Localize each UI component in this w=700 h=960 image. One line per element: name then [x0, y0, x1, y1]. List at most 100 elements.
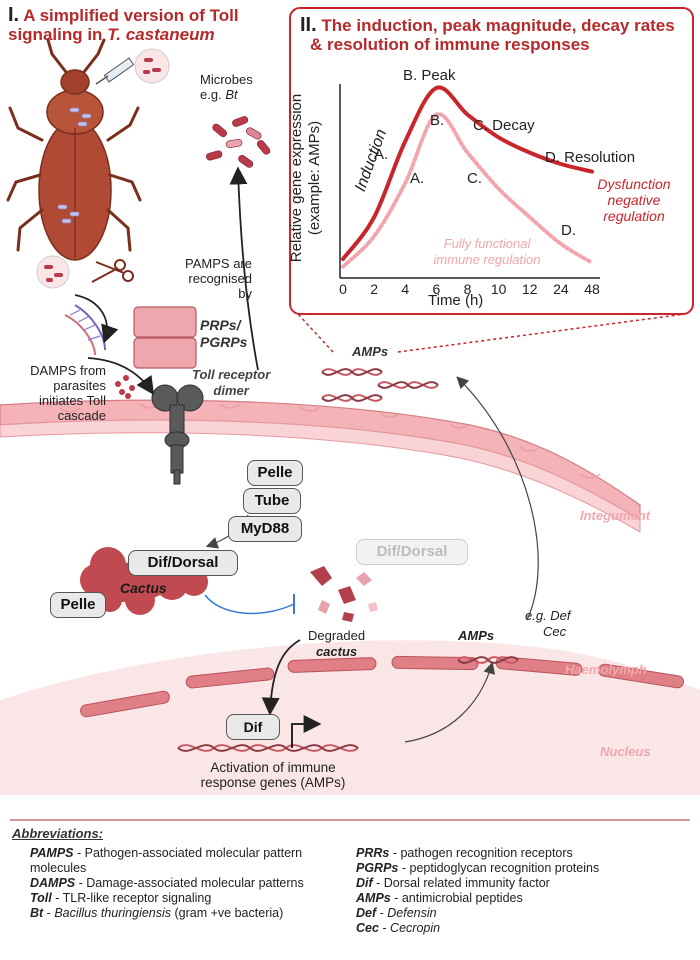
- tube-box: Tube: [243, 488, 301, 514]
- section-1-number: I.: [8, 4, 20, 26]
- syringe-illustration: [95, 48, 170, 85]
- microbes-bt: [205, 116, 271, 168]
- amps-strands-mid: [457, 656, 519, 664]
- dif-dorsal-box: Dif/Dorsal: [128, 550, 238, 576]
- chart-dysfunction-line3: regulation: [603, 208, 665, 224]
- chart-func-b: B.: [430, 112, 445, 129]
- chart-dys-c: C. Decay: [473, 117, 535, 134]
- amps-examples-label: e.g. Def Cec: [525, 608, 571, 640]
- abbr-dif: Dif - Dorsal related immunity factor: [356, 876, 550, 890]
- beetle-illustration: [6, 38, 142, 261]
- degraded-line: Degraded: [308, 628, 366, 643]
- damps-dots: [115, 375, 135, 399]
- activation-label: Activation of immune response genes (AMP…: [178, 760, 368, 790]
- section-2-title-line2: & resolution of immune responses: [310, 35, 590, 54]
- section-2-title-line1: The induction, peak magnitude, decay rat…: [321, 16, 675, 35]
- panel-connector-right: [397, 313, 686, 353]
- section-1-title: I. A simplified version of Toll signalin…: [8, 4, 278, 44]
- damps-line3: initiates Toll: [39, 393, 106, 408]
- abbreviations-title: Abbreviations:: [12, 826, 104, 841]
- abbr-pamps: PAMPS - Pathogen-associated molecular pa…: [30, 846, 303, 875]
- microbes-label: Microbes e.g. Bt: [200, 72, 253, 102]
- chart-func-d: D.: [561, 222, 576, 239]
- degraded-cactus-label: Degraded cactus: [308, 628, 365, 660]
- arrow-degraded-to-dif: [261, 639, 301, 716]
- abbreviations-left-list: PAMPS - Pathogen-associated molecular pa…: [30, 846, 350, 921]
- arrow-amps-back-up: [456, 376, 539, 621]
- prp-receptor-boxes: [133, 306, 197, 369]
- amps-eg-def: e.g. Def: [525, 608, 571, 623]
- chart-ylabel-line2: (example: AMPs): [306, 120, 323, 236]
- abbr-damps: DAMPS - Damage-associated molecular patt…: [30, 876, 304, 890]
- chart-functional-line1: Fully functional: [443, 236, 531, 251]
- pamps-line3: by: [238, 286, 252, 301]
- section-2-number: II.: [300, 14, 317, 36]
- chart-dys-b: B. Peak: [403, 67, 456, 84]
- nucleus-label: Nucleus: [600, 744, 651, 759]
- chart-func-a: A.: [410, 170, 425, 187]
- activation-line2: response genes (AMPs): [200, 775, 346, 790]
- arrow-damps-to-toll: [87, 357, 154, 395]
- chart-func-c: C.: [467, 170, 482, 187]
- nucleus-region: [0, 640, 700, 795]
- microbes-line1: Microbes: [200, 72, 253, 87]
- pamps-label: PAMPS are recognised by: [130, 256, 252, 301]
- amps-strands-top: [321, 368, 439, 402]
- amps-cec: Cec: [543, 624, 567, 639]
- section-1-title-text: A simplified version of Toll signaling i…: [8, 6, 239, 44]
- inhibition-line: [204, 594, 295, 615]
- panel-connector-left: [297, 313, 334, 353]
- chart-functional-label: Fully functional immune regulation: [412, 236, 562, 268]
- scissors-icon: [91, 259, 134, 283]
- chart-dys-d: D. Resolution: [545, 149, 636, 166]
- damps-line2: parasites: [53, 378, 106, 393]
- microbes-bt-label: Bt: [225, 87, 238, 102]
- chart-ylabel-line1: Relative gene expression: [288, 93, 305, 263]
- integument-label: Integument: [580, 508, 651, 523]
- arrow-beetle-to-dna: [74, 294, 119, 344]
- amps-mid-label: AMPs: [458, 628, 495, 643]
- chart-functional-line2: immune regulation: [433, 252, 541, 267]
- damps-line4: cascade: [57, 408, 106, 423]
- activation-line1: Activation of immune: [210, 760, 336, 775]
- dif-box: Dif: [226, 714, 280, 740]
- arrow-nucleus-to-amps: [404, 661, 496, 743]
- damps-label: DAMPS from parasites initiates Toll casc…: [6, 363, 106, 423]
- dna-ladder-icon: [64, 304, 106, 356]
- pamps-line2: recognised: [188, 271, 252, 286]
- chart-dysfunction-label: Dysfunction negative regulation: [578, 176, 690, 224]
- amps-top-label: AMPs: [352, 344, 389, 359]
- cactus-label: Cactus: [120, 580, 167, 596]
- pelle-box: Pelle: [247, 460, 303, 486]
- pgrps-line: PGRPs: [200, 334, 248, 350]
- chart-dysfunction-line1: Dysfunction: [597, 176, 671, 192]
- prrs-line: PRPs/: [200, 317, 241, 333]
- chart-xlabel: Time (h): [428, 292, 484, 309]
- abbr-toll: Toll - TLR-like receptor signaling: [30, 891, 212, 905]
- toll-receptor-label: Toll receptor dimer: [192, 367, 270, 399]
- abbr-def: Def - Defensin: [356, 906, 437, 920]
- bacteria-bubble: [36, 255, 70, 289]
- gene-dna-strand: [177, 744, 359, 752]
- section-1-species: T. castaneum: [107, 25, 215, 44]
- myd88-box: MyD88: [228, 516, 302, 542]
- abbr-bt: Bt - Bacillus thuringiensis (gram +ve ba…: [30, 906, 284, 920]
- toll-line1: Toll receptor: [192, 367, 271, 382]
- chart-dysfunction-line2: negative: [607, 192, 661, 208]
- pamps-line1: PAMPS are: [185, 256, 252, 271]
- transcription-start-arrow: [291, 715, 322, 748]
- arrow-amps-to-microbes: [229, 166, 259, 371]
- degraded-cactus-fragments: [310, 566, 378, 622]
- dif-dorsal-faded-box: Dif/Dorsal: [356, 539, 468, 565]
- pelle-box-2: Pelle: [50, 592, 106, 618]
- abbr-prrs: PRRs - pathogen recognition receptors: [356, 846, 573, 860]
- section-2-title: II. The induction, peak magnitude, decay…: [300, 14, 690, 54]
- microbes-eg: e.g.: [200, 87, 222, 102]
- degraded-cactus-line: cactus: [315, 644, 358, 659]
- abbr-amps: AMPs - antimicrobial peptides: [356, 891, 523, 905]
- damps-line1: DAMPS from: [30, 363, 106, 378]
- abbr-pgrps: PGRPs - peptidoglycan recognition protei…: [356, 861, 600, 875]
- toll-line2: dimer: [213, 383, 249, 398]
- abbr-cec: Cec - Cecropin: [356, 921, 441, 935]
